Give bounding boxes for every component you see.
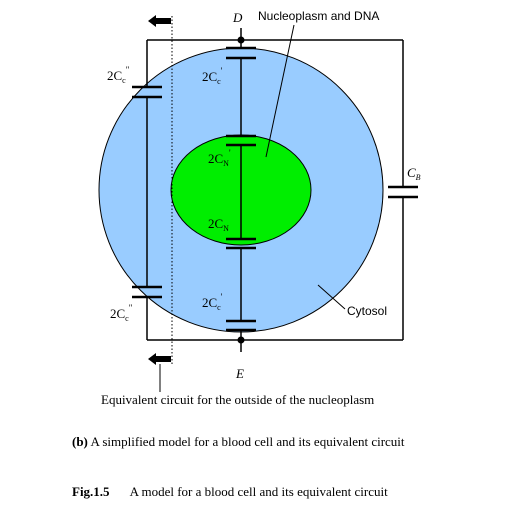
arrow-left-top-icon [148,15,171,27]
node-e-label: E [235,366,244,381]
capacitor-cc-top [226,46,256,60]
label-cn-prime: 2CN' [208,148,231,168]
capacitor-left-top [132,85,162,99]
label-cc-double-top: 2Cc" [107,65,130,85]
sub-figure-label: (b) [72,434,88,449]
nucleoplasm-label: Nucleoplasm and DNA [258,9,379,23]
node-d-label: D [232,10,243,25]
label-cc-double-bottom: 2Cc" [110,303,133,323]
capacitor-cc-bottom [226,319,256,332]
cytosol-label: Cytosol [347,304,387,318]
capacitor-cn-top [226,134,256,147]
sub-figure-caption: (b) A simplified model for a blood cell … [72,434,405,450]
figure-text: A model for a blood cell and its equival… [129,484,388,499]
figure-label: Fig.1.5 [72,484,110,499]
outer-wire [146,39,404,341]
nucleoplasm-leader [265,24,295,158]
arrow-left-bottom-icon [148,353,171,365]
node-e-dot [237,336,245,344]
figure-caption: Fig.1.5 A model for a blood cell and its … [72,484,388,500]
capacitor-left-bottom [132,285,162,299]
label-cb: CB [407,165,421,182]
cytosol-leader [317,284,346,310]
capacitor-cb [388,185,418,199]
equivalent-circuit-caption: Equivalent circuit for the outside of th… [101,392,375,407]
label-cc-prime-top: 2Cc' [202,66,223,86]
capacitor-cn-bottom [226,237,256,250]
label-cn: 2CN [208,216,229,233]
sub-figure-text: A simplified model for a blood cell and … [90,434,405,449]
label-cc-prime-bottom: 2Cc' [202,292,223,312]
node-d-dot [237,36,245,44]
